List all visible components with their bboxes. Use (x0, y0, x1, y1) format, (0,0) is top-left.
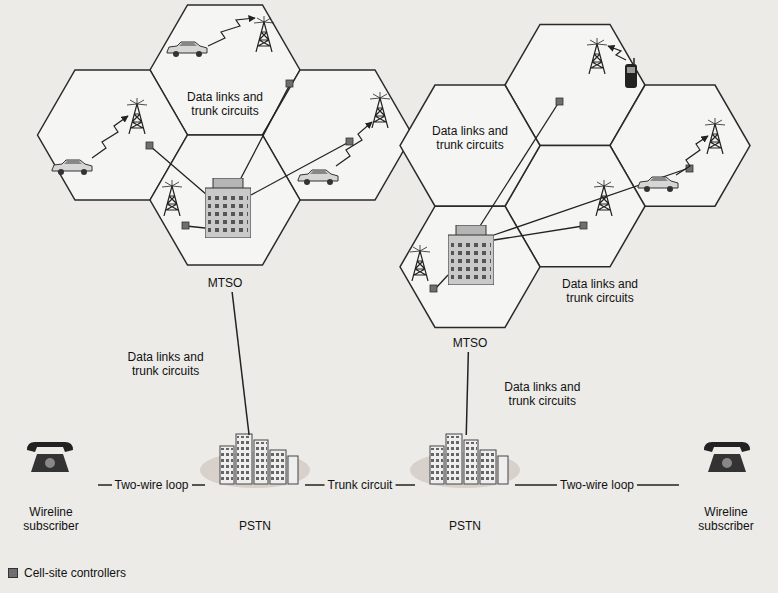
link-label: Data links and trunk circuits (425, 124, 515, 152)
cell-link (494, 168, 689, 235)
pstn-buildings (410, 434, 520, 488)
cell-hexagon (400, 85, 540, 206)
node-label: PSTN (239, 519, 271, 533)
radio-link (608, 46, 626, 60)
legend-swatch (8, 568, 18, 578)
cell-link (436, 275, 448, 288)
cell-tower (254, 16, 274, 52)
network-node: PSTN (205, 435, 305, 535)
cell-tower (162, 180, 182, 216)
cell-site-controller (430, 285, 437, 292)
radio-link (208, 18, 255, 46)
buildings (27, 178, 750, 488)
towers (127, 16, 725, 281)
telephone (704, 442, 750, 472)
trunk-connector (466, 352, 468, 435)
cell-link (494, 226, 583, 240)
cell-site-links (150, 86, 689, 288)
connector-label: Data links and trunk circuits (487, 380, 598, 408)
legend: Cell-site controllers (8, 566, 126, 580)
cell-tower (587, 38, 607, 74)
cell-tower (127, 98, 147, 134)
network-node: Wireline subscriber (4, 435, 98, 535)
cell-site-controllers (146, 80, 693, 292)
cell-site-controller (146, 142, 153, 149)
link-label: Data links and trunk circuits (180, 90, 270, 118)
radio-link (92, 116, 128, 158)
cell-tower (410, 245, 430, 281)
cell-site-controller (346, 138, 353, 145)
trunk-connector (232, 292, 249, 435)
connector-label: Two-wire loop (111, 478, 191, 492)
connector-label: Two-wire loop (557, 478, 637, 492)
node-label: MTSO (208, 276, 243, 290)
connector-label: Trunk circuit (325, 478, 396, 492)
radio-links (92, 18, 708, 175)
legend-row: Cell-site controllers (8, 566, 126, 580)
legend-text: Cell-site controllers (24, 566, 126, 580)
node-label: PSTN (449, 519, 481, 533)
mtso-building (205, 178, 251, 238)
cell-hexagon (400, 206, 540, 327)
link-label: Data links and trunk circuits (550, 277, 650, 305)
telephone (27, 442, 73, 472)
radio-link (336, 122, 372, 166)
radio-link (676, 136, 708, 175)
vehicles (52, 42, 678, 192)
network-node: MTSO (190, 172, 260, 292)
cell-link (480, 102, 559, 226)
pstn-buildings (200, 434, 310, 488)
connector-label: Data links and trunk circuits (110, 350, 221, 378)
handheld-phone (625, 58, 637, 88)
car (298, 170, 338, 185)
cell-tower (370, 92, 390, 128)
cell-hexagon (150, 135, 300, 265)
mtso-building (448, 225, 494, 285)
cell-site-controller (286, 80, 293, 87)
network-node: Wireline subscriber (679, 435, 773, 535)
network-node: MTSO (430, 220, 510, 352)
car (167, 42, 207, 57)
car (52, 160, 92, 175)
cell-site-controller (182, 222, 189, 229)
node-label: Wireline subscriber (6, 505, 96, 533)
cell-hexagons (38, 5, 751, 327)
cell-site-controller (556, 98, 563, 105)
cell-link (150, 146, 207, 195)
node-label: MTSO (453, 336, 488, 350)
cell-site-controller (580, 222, 587, 229)
car (638, 177, 678, 192)
cell-link (251, 142, 349, 195)
cell-tower (594, 180, 614, 216)
node-label: Wireline subscriber (681, 505, 771, 533)
network-node: PSTN (415, 435, 515, 535)
